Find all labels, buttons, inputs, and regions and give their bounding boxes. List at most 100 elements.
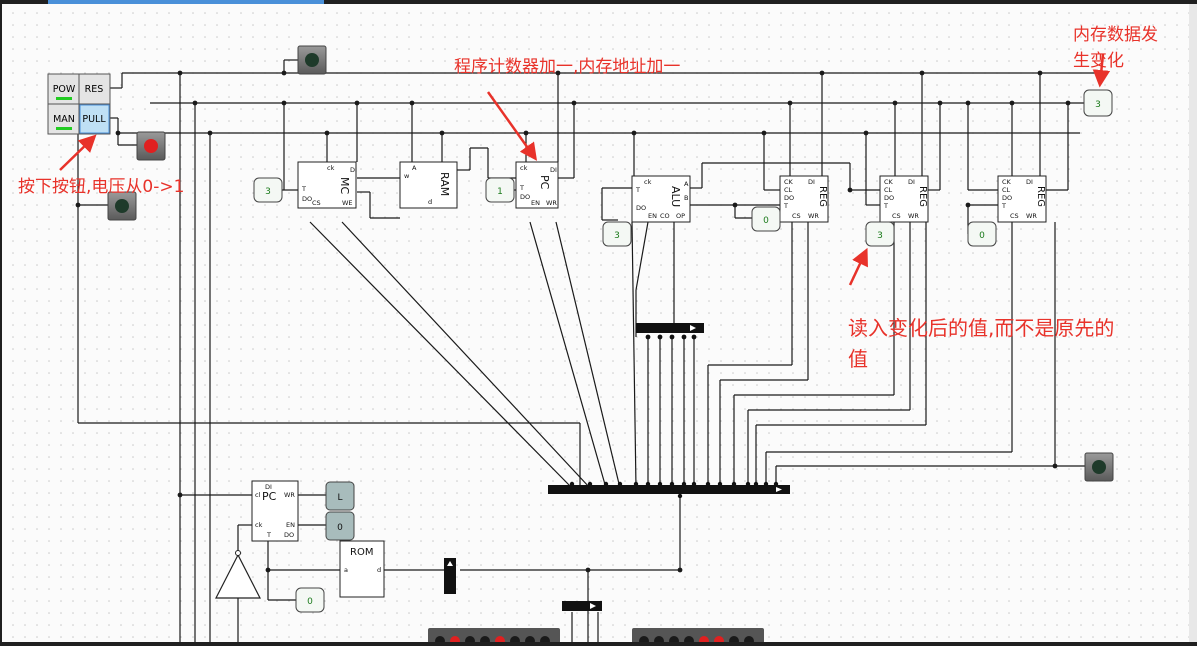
memory-probe-value: 3 xyxy=(1095,100,1101,110)
pc-bottom-pin-ck: ck xyxy=(255,521,263,529)
pc-bottom-title: PC xyxy=(262,490,277,503)
upper-data-bus xyxy=(636,323,704,333)
annotation-memory-changed-1: 内存数据发 xyxy=(1073,25,1158,45)
pc-wr-led: L xyxy=(325,481,355,511)
reg2-pin-di: DI xyxy=(908,178,915,186)
alu-pin-en: EN xyxy=(648,212,657,220)
annotation-arrow-button xyxy=(59,134,97,171)
res-label: RES xyxy=(85,84,104,95)
pc-top-pin-t: T xyxy=(519,184,524,192)
ram-title: RAM xyxy=(438,172,451,196)
alu-pin-do: DO xyxy=(636,204,646,212)
pc-bottom-component[interactable]: PC DI cl WR ck EN T DO xyxy=(251,480,299,542)
reg1-pin-wr: WR xyxy=(808,212,819,220)
rom-bus-splitter xyxy=(444,558,456,594)
vertical-scrollbar[interactable] xyxy=(1189,4,1197,646)
reg2-pin-cs: CS xyxy=(892,212,901,220)
left-toggle-button[interactable] xyxy=(107,191,137,221)
main-data-bus xyxy=(548,485,790,494)
pc-top-pin-ck: ck xyxy=(520,164,528,172)
man-button[interactable]: MAN xyxy=(53,114,75,130)
pc-bottom-pin-wr: WR xyxy=(284,491,295,499)
reg2-pin-wr: WR xyxy=(908,212,919,220)
alu-input-value: 3 xyxy=(614,231,620,241)
annotation-memory-changed-2: 生变化 xyxy=(1073,51,1124,71)
upper-bus-taps xyxy=(645,334,697,340)
annotation-read-changed-1: 读入变化后的值,而不是原先的 xyxy=(848,316,1114,340)
reg2-component[interactable]: REG CK CL DO T CS DI WR xyxy=(879,175,929,223)
pc-wr-led-value: L xyxy=(337,493,342,503)
reg1-component[interactable]: REG CK CL DO T CS DI WR xyxy=(779,175,829,223)
reg2-title: REG xyxy=(917,186,928,207)
mc-component[interactable]: MC ck T DO CS DI WE xyxy=(297,161,357,209)
pc-bottom-pin-cl: cl xyxy=(255,491,261,499)
reg2-pin-t: T xyxy=(883,202,888,210)
reg3-pin-cs: CS xyxy=(1010,212,1019,220)
alu-pin-co: CO xyxy=(660,212,670,220)
memory-probe-display: 3 xyxy=(1083,89,1113,117)
pc-bottom-pin-en: EN xyxy=(286,521,295,529)
mc-pin-do: DO xyxy=(302,195,312,203)
reg2-pin-ck: CK xyxy=(884,178,894,186)
alu-output-display: 0 xyxy=(751,206,781,232)
rom-component[interactable]: ROM a d xyxy=(339,540,385,598)
rom-pin-a: a xyxy=(344,566,348,574)
annotation-press-button: 按下按钮,电压从0->1 xyxy=(18,177,184,197)
annotations: 按下按钮,电压从0->1 程序计数器加一,内存地址加一 内存数据发 生变化 读入… xyxy=(18,25,1158,371)
mc-output-display: 3 xyxy=(253,177,283,203)
mc-title: MC xyxy=(338,177,351,194)
pc-bottom-pin-t: T xyxy=(266,531,271,539)
pc-output-value: 1 xyxy=(497,187,503,197)
reg1-pin-do: DO xyxy=(784,194,794,202)
reg2-pin-do: DO xyxy=(884,194,894,202)
rom-output-display: 0 xyxy=(295,587,325,613)
pc-top-component[interactable]: PC ck DI T DO EN WR xyxy=(515,161,559,209)
reg1-pin-t: T xyxy=(783,202,788,210)
reg2-input-value: 3 xyxy=(877,231,883,241)
alu-pin-op: OP xyxy=(676,212,685,220)
reg1-pin-ck: CK xyxy=(784,178,794,186)
reg3-pin-wr: WR xyxy=(1026,212,1037,220)
reg1-pin-cs: CS xyxy=(792,212,801,220)
pow-indicator xyxy=(56,97,72,100)
reg3-input-value: 0 xyxy=(979,231,985,241)
pc-en-led-value: 0 xyxy=(337,523,343,533)
mc-pin-we: WE xyxy=(342,199,353,207)
pc-output-display: 1 xyxy=(485,177,515,203)
inverter-gate[interactable] xyxy=(215,550,261,599)
right-toggle-button[interactable] xyxy=(1084,452,1114,482)
annotation-arrow-read xyxy=(848,247,868,286)
red-button[interactable] xyxy=(136,131,166,161)
reg1-pin-di: DI xyxy=(808,178,815,186)
pc-bottom-pin-do: DO xyxy=(284,531,294,539)
annotation-pc-increment: 程序计数器加一,内存地址加一 xyxy=(454,57,680,77)
main-bus-taps xyxy=(569,481,779,499)
ram-pin-a: A xyxy=(412,164,417,172)
mc-output-value: 3 xyxy=(265,187,271,197)
alu-pin-ck: ck xyxy=(644,178,652,186)
reg3-component[interactable]: REG CK CL DO T CS DI WR xyxy=(997,175,1047,223)
ram-pin-w: w xyxy=(404,172,410,180)
pull-button[interactable]: PULL xyxy=(79,104,110,134)
alu-pin-a: A xyxy=(684,180,689,188)
alu-pin-b: B xyxy=(684,194,688,202)
rom-output-value: 0 xyxy=(307,597,313,607)
alu-output-value: 0 xyxy=(763,216,769,226)
wire-junctions xyxy=(75,70,1071,573)
lower-bus-splitter xyxy=(562,601,602,611)
pc-en-led: 0 xyxy=(325,511,355,541)
annotation-arrow-memory xyxy=(1092,53,1111,88)
res-button[interactable]: RES xyxy=(85,84,104,95)
man-indicator xyxy=(56,127,72,130)
top-toggle-button[interactable] xyxy=(297,45,327,75)
reg3-pin-di: DI xyxy=(1026,178,1033,186)
reg1-pin-cl: CL xyxy=(784,186,793,194)
reg3-pin-do: DO xyxy=(1002,194,1012,202)
ram-component[interactable]: RAM w A d xyxy=(399,161,458,209)
pow-button[interactable]: POW xyxy=(53,84,76,100)
mc-pin-cs: CS xyxy=(312,199,321,207)
alu-component[interactable]: ALU ck T DO EN CO OP A B xyxy=(631,175,691,223)
pc-top-pin-di: DI xyxy=(550,166,557,174)
annotation-read-changed-2: 值 xyxy=(848,347,868,371)
